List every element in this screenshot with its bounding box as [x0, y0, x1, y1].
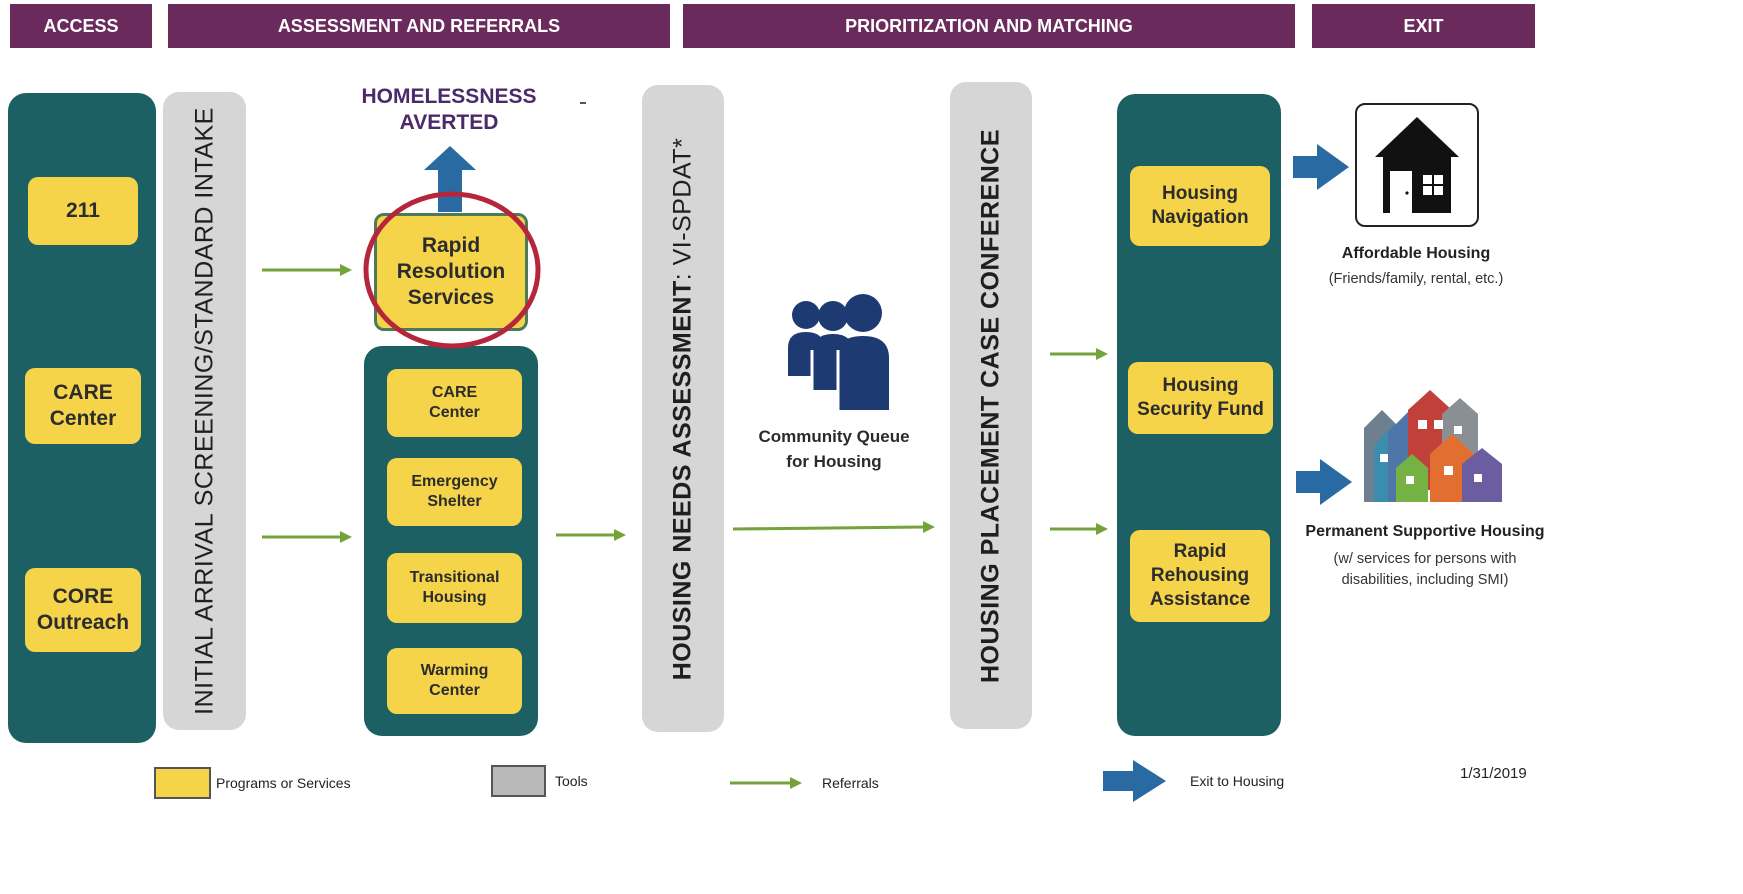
homelessness-averted-label: HOMELESSNESS AVERTED	[361, 85, 537, 135]
program-rapid-rehousing: Rapid Rehousing Assistance	[1130, 530, 1270, 622]
referral-arrow-services-to-assessment	[556, 529, 626, 541]
psh-subtitle: (w/ services for persons with disabiliti…	[1333, 551, 1517, 589]
supportive-housing-icon	[1360, 390, 1510, 508]
rapid-resolution-services: Rapid Resolution Services	[374, 213, 528, 331]
highlight-circle	[363, 191, 541, 349]
legend-programs-swatch	[154, 767, 211, 799]
service-transitional-housing: Transitional Housing	[387, 553, 522, 623]
community-queue-label: Community Queue for Housing	[758, 427, 910, 471]
referral-arrow-conference-to-security-fund	[1050, 348, 1108, 360]
access-care-center: CARE Center	[25, 368, 141, 444]
legend-exit-label: Exit to Housing	[1190, 773, 1285, 789]
intake-tool: INITIAL ARRIVAL SCREENING/STANDARD INTAK…	[163, 92, 246, 730]
phase-exit: EXIT	[1312, 4, 1535, 48]
phase-access: ACCESS	[10, 4, 152, 48]
referral-arrow-queue-to-conference	[732, 521, 935, 533]
housing-needs-assessment-tool: HOUSING NEEDS ASSESSMENT: VI-SPDAT*	[642, 85, 724, 732]
legend-tools-label: Tools	[555, 773, 588, 789]
affordable-housing-subtitle: (Friends/family, rental, etc.)	[1328, 271, 1504, 287]
exit-arrow-psh	[1296, 459, 1352, 505]
exit-arrow-affordable	[1293, 144, 1349, 190]
service-warming-center: Warming Center	[387, 648, 522, 714]
access-211: 211	[28, 177, 138, 245]
access-core-outreach: CORE Outreach	[25, 568, 141, 652]
referral-arrow-conference-to-rapid-rehousing	[1050, 523, 1108, 535]
legend-programs-label: Programs or Services	[216, 775, 351, 791]
diagram-date: 1/31/2019	[1460, 765, 1527, 782]
stray-mark	[580, 102, 586, 104]
referral-arrow-intake-to-rapid	[262, 264, 352, 276]
program-housing-security-fund: Housing Security Fund	[1128, 362, 1273, 434]
case-conference-tool: HOUSING PLACEMENT CASE CONFERENCE	[950, 82, 1032, 729]
affordable-housing-title: Affordable Housing	[1341, 245, 1491, 262]
legend-referrals-label: Referrals	[822, 775, 879, 791]
people-queue-icon	[788, 294, 889, 410]
referral-arrow-intake-to-services	[262, 531, 352, 543]
phase-prioritization: PRIORITIZATION AND MATCHING	[683, 4, 1295, 48]
psh-title: Permanent Supportive Housing	[1305, 523, 1545, 540]
averted-up-arrow	[424, 146, 476, 212]
service-emergency-shelter: Emergency Shelter	[387, 458, 522, 526]
program-housing-navigation: Housing Navigation	[1130, 166, 1270, 246]
phase-assessment: ASSESSMENT AND REFERRALS	[168, 4, 670, 48]
service-care-center: CARE Center	[387, 369, 522, 437]
legend-exit-arrow	[1103, 760, 1166, 802]
legend-referral-arrow	[730, 777, 802, 789]
legend-tools-swatch	[491, 765, 546, 797]
affordable-house-icon	[1355, 103, 1479, 227]
